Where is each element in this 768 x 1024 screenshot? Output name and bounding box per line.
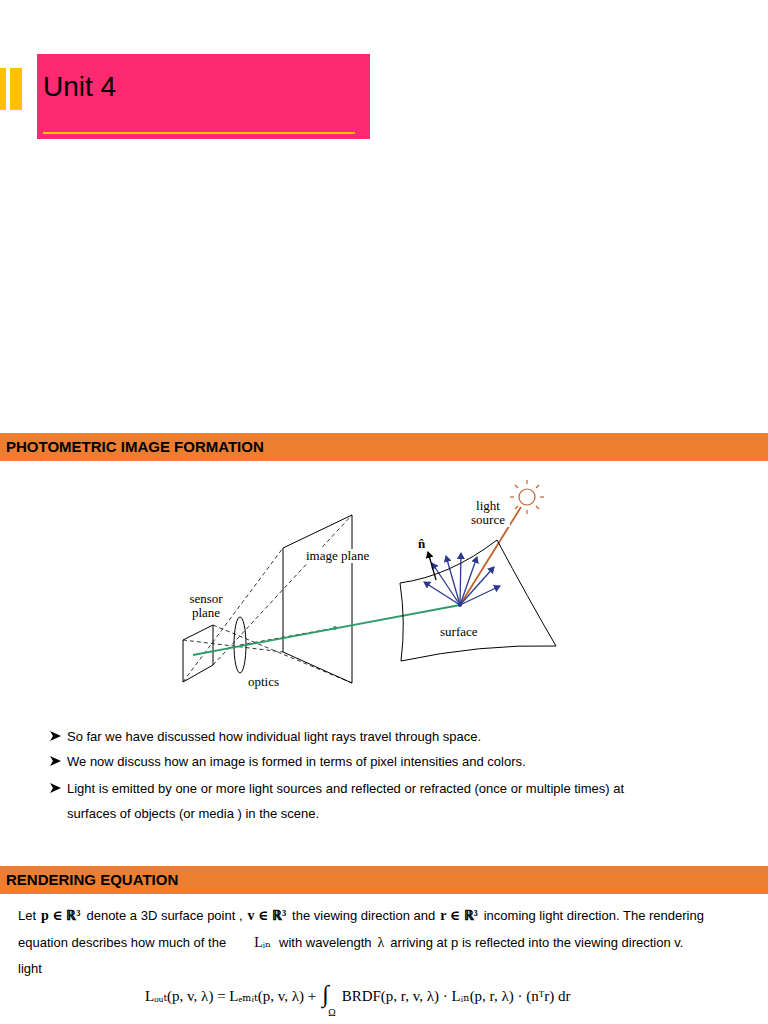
accent-bar	[0, 68, 6, 110]
surface-outline	[398, 538, 560, 664]
paragraph-text: Let	[18, 908, 36, 924]
bullet-text: We now discuss how an image is formed in…	[67, 749, 526, 774]
equation-part: Lₒᵤₜ(p, v, λ) = Lₑₘᵢₜ(p, v, λ) +	[145, 987, 316, 1005]
reflected-rays	[424, 553, 500, 605]
paragraph-text: light	[18, 961, 42, 977]
paragraph-text: with wavelength	[279, 935, 372, 951]
surface-point	[458, 603, 462, 607]
diagram-label: image plane	[305, 549, 370, 563]
image-point	[333, 626, 337, 630]
surface-label: surface	[440, 624, 478, 640]
section-band: RENDERING EQUATION	[0, 866, 768, 894]
math-symbol: v ∈ ℝ³	[248, 908, 287, 924]
title-underline-line	[43, 132, 355, 134]
bullet-text: Light is emitted by one or more light so…	[67, 776, 632, 826]
diagram-label: optics	[247, 675, 280, 689]
surface-patch: surface	[398, 538, 560, 664]
diagram-label: light source	[466, 499, 510, 527]
bullet-arrows	[50, 731, 61, 793]
integral-domain: Ω	[328, 1007, 335, 1018]
equation-part: BRDF(p, r, v, λ) · Lᵢₙ(p, r, λ) · (nᵀr) …	[342, 987, 571, 1005]
section-heading: PHOTOMETRIC IMAGE FORMATION	[6, 433, 264, 461]
math-symbol: λ	[378, 935, 385, 951]
paragraph-text: arriving at p is reflected into the view…	[390, 935, 683, 951]
paragraph-text: the viewing direction and	[292, 908, 435, 924]
light-ray	[193, 605, 460, 655]
paragraph-text: denote a 3D surface point ,	[86, 908, 242, 924]
section-band: PHOTOMETRIC IMAGE FORMATION	[0, 433, 768, 461]
math-symbol: p ∈ ℝ³	[41, 908, 80, 924]
light-source-symbol	[510, 480, 544, 514]
paragraph-text: incoming light direction. The rendering	[484, 908, 704, 924]
projection-lines	[183, 515, 352, 683]
bullet-text: So far we have discussed how individual …	[67, 724, 481, 749]
integral-sign: ∫	[322, 981, 329, 1007]
image-plane	[283, 515, 352, 683]
normal-symbol: n̂	[418, 537, 425, 551]
math-symbol: r ∈ ℝ³	[440, 908, 478, 924]
unit-title: Unit 4	[43, 70, 116, 104]
unit-title-box: Unit 4	[37, 54, 370, 139]
accent-bar	[10, 68, 22, 110]
section-heading: RENDERING EQUATION	[6, 866, 178, 894]
surface-outline-path	[400, 540, 556, 661]
diagram-label: sensor plane	[184, 592, 228, 620]
paragraph-text: equation describes how much of the	[18, 935, 226, 951]
math-symbol: Lᵢₙ	[254, 935, 271, 951]
